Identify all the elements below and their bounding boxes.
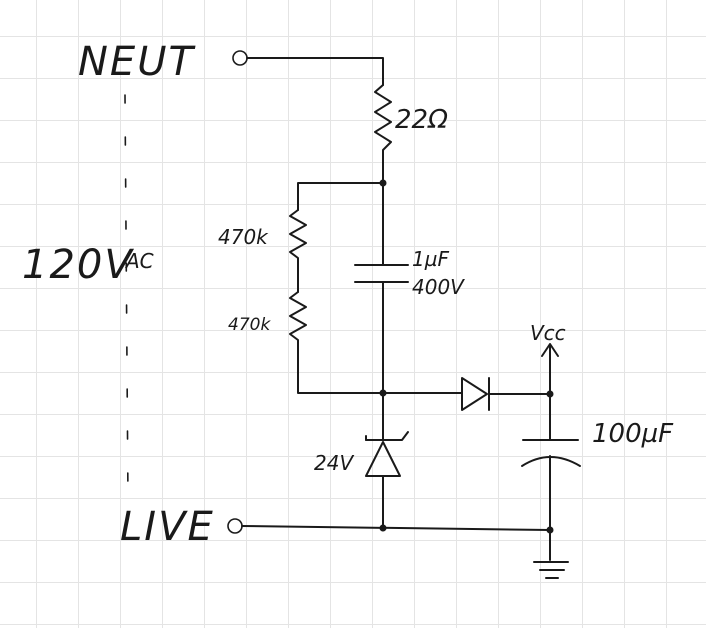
live-terminal (227, 518, 243, 534)
neut-label: NEUT (78, 39, 196, 85)
resistor-470k-bottom-label: 470k (228, 315, 271, 335)
resistor-470k-bottom (289, 291, 384, 394)
junction-live (379, 524, 387, 532)
cap-1uf-voltage-label: 400V (412, 275, 465, 299)
diode-triangle (461, 377, 488, 411)
cap-100uf-label: 100µF (592, 419, 674, 449)
vcc-label: Vcc (530, 321, 566, 345)
source-dashed-line (124, 94, 129, 501)
bleeder-wire-top (297, 182, 384, 211)
zener-label: 24V (314, 451, 354, 475)
vcc-arrow (541, 343, 559, 357)
zener-bar (365, 431, 409, 441)
source-label: 120V (22, 242, 134, 288)
resistor-22-ohm-label: 22Ω (395, 105, 448, 135)
cap-1uf-value-label: 1µF (412, 247, 449, 271)
source-sub-label: AC (124, 249, 154, 273)
resistor-470k-top (289, 209, 307, 293)
neut-terminal (232, 50, 248, 66)
live-label: LIVE (120, 504, 215, 550)
live-wire (241, 525, 551, 531)
zener-triangle (365, 441, 401, 477)
neutral-wire (246, 57, 384, 86)
resistor-470k-top-label: 470k (218, 225, 269, 249)
resistor-22-ohm (374, 84, 392, 184)
